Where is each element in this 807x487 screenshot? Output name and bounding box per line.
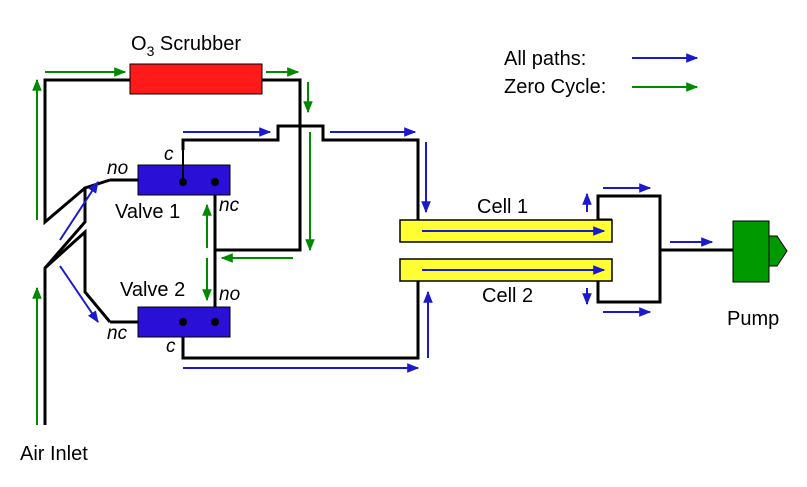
inlet-branch-to-scrubber bbox=[43, 78, 130, 226]
arrow-blue-to-valve1 bbox=[59, 180, 99, 241]
valve2-no-label: no bbox=[219, 284, 240, 305]
pump bbox=[732, 220, 788, 283]
valve2-port-no-dot bbox=[211, 318, 219, 326]
valve1-label: Valve 1 bbox=[115, 201, 180, 223]
inlet-pipe bbox=[43, 178, 111, 425]
valve2-c-label: c bbox=[166, 336, 176, 357]
cell2-label: Cell 2 bbox=[482, 285, 533, 307]
valve1-no-label: no bbox=[107, 158, 128, 179]
valve1-c-label: c bbox=[164, 144, 174, 165]
arrow-blue-to-valve2 bbox=[59, 265, 99, 323]
legend-zero-cycle-label: Zero Cycle: bbox=[504, 76, 606, 98]
air-inlet-label: Air Inlet bbox=[20, 443, 88, 465]
scrubber-label: O3 Scrubber bbox=[131, 33, 241, 59]
inlet-branch-to-valve2 bbox=[43, 228, 112, 323]
scrubber-label-prefix: O bbox=[131, 33, 147, 55]
scrubber-label-suffix: Scrubber bbox=[154, 33, 241, 55]
valve2-nc-label: nc bbox=[107, 323, 128, 344]
cell1-label: Cell 1 bbox=[477, 196, 528, 218]
valve2-port-c-dot bbox=[179, 318, 187, 326]
legend: All paths: Zero Cycle: bbox=[504, 48, 699, 98]
valve1-port-nc-dot bbox=[211, 178, 219, 186]
zero-cycle-arrows bbox=[32, 67, 315, 425]
all-paths-arrows bbox=[59, 127, 714, 373]
valve1-nc-label: nc bbox=[219, 195, 240, 216]
scrubber-out-pipe bbox=[215, 78, 302, 252]
valve2-c-to-cell2 bbox=[181, 280, 420, 360]
valve2-label: Valve 2 bbox=[120, 279, 185, 301]
o3-scrubber bbox=[129, 63, 263, 95]
legend-all-paths-label: All paths: bbox=[504, 48, 586, 70]
valve1-c-to-cell1 bbox=[181, 124, 420, 220]
pump-label: Pump bbox=[727, 308, 779, 330]
scrubber-label-sub: 3 bbox=[147, 43, 155, 59]
